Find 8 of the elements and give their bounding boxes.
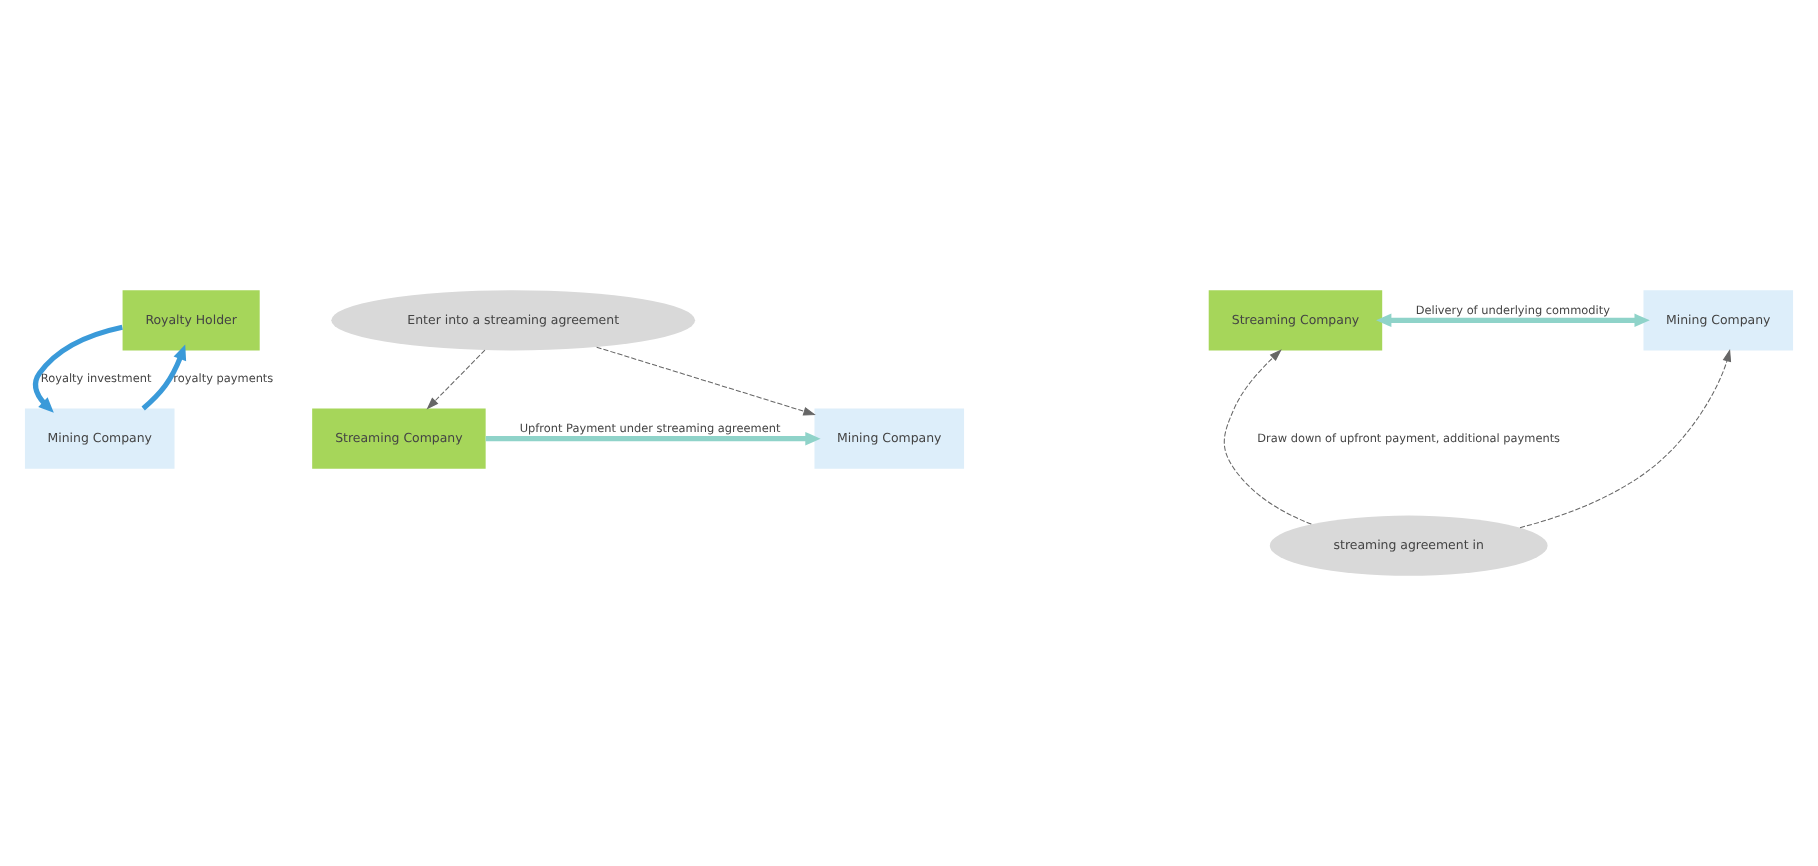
arrow (1223, 349, 1312, 525)
arrow (141, 344, 187, 411)
arrow (426, 349, 486, 410)
arrow (1519, 349, 1732, 529)
arrow (485, 432, 821, 446)
arrow (1376, 313, 1650, 327)
arrow (32, 324, 123, 413)
arrow (596, 346, 816, 416)
